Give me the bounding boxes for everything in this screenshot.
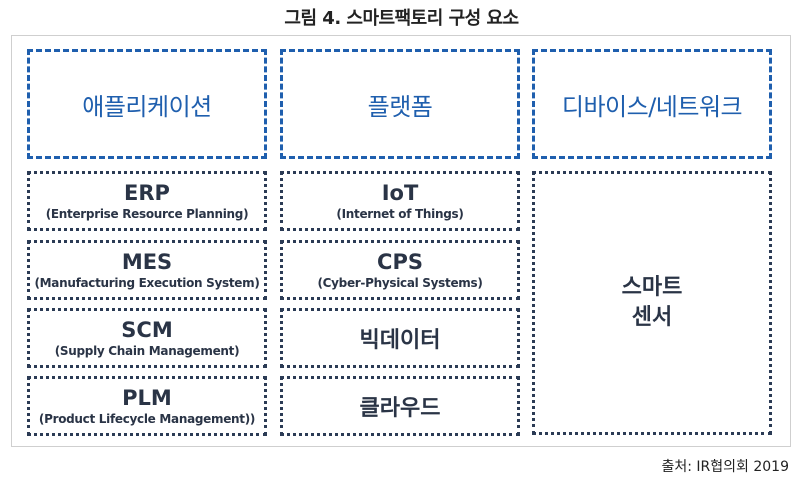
header-platform: 플랫폼 (280, 49, 520, 159)
item-scm: SCM (Supply Chain Management) (27, 308, 267, 368)
item-erp-title: ERP (124, 181, 170, 205)
header-platform-label: 플랫폼 (367, 92, 433, 121)
header-device-network: 디바이스/네트워크 (532, 49, 772, 159)
item-iot-subtitle: (Internet of Things) (336, 207, 464, 221)
item-cloud-title: 클라우드 (359, 396, 441, 421)
item-bigdata: 빅데이터 (280, 308, 520, 368)
header-application-label: 애플리케이션 (82, 92, 212, 121)
item-scm-subtitle: (Supply Chain Management) (54, 344, 240, 358)
item-bigdata-title: 빅데이터 (359, 328, 441, 353)
item-iot: IoT (Internet of Things) (280, 171, 520, 231)
item-iot-title: IoT (381, 181, 419, 205)
item-mes-title: MES (121, 250, 173, 274)
source-caption: 출처: IR협의회 2019 (661, 459, 789, 475)
item-mes-subtitle: (Manufacturing Execution System) (34, 276, 260, 290)
item-plm-title: PLM (122, 386, 172, 410)
item-plm-subtitle: (Product Lifecycle Management)) (38, 412, 256, 426)
item-mes: MES (Manufacturing Execution System) (27, 240, 267, 300)
item-erp-subtitle: (Enterprise Resource Planning) (45, 207, 249, 221)
item-erp: ERP (Enterprise Resource Planning) (27, 171, 267, 231)
item-smart-sensor: 스마트 센서 (532, 171, 772, 435)
item-smart-sensor-line2: 센서 (631, 305, 673, 330)
item-cps-subtitle: (Cyber-Physical Systems) (317, 276, 483, 290)
item-plm: PLM (Product Lifecycle Management)) (27, 376, 267, 436)
item-cloud: 클라우드 (280, 376, 520, 436)
item-scm-title: SCM (121, 318, 173, 342)
header-device-network-label: 디바이스/네트워크 (561, 92, 743, 121)
figure-title: 그림 4. 스마트팩토리 구성 요소 (284, 8, 519, 29)
item-cps-title: CPS (377, 250, 423, 274)
item-cps: CPS (Cyber-Physical Systems) (280, 240, 520, 300)
header-application: 애플리케이션 (27, 49, 267, 159)
item-smart-sensor-line1: 스마트 (621, 275, 683, 300)
